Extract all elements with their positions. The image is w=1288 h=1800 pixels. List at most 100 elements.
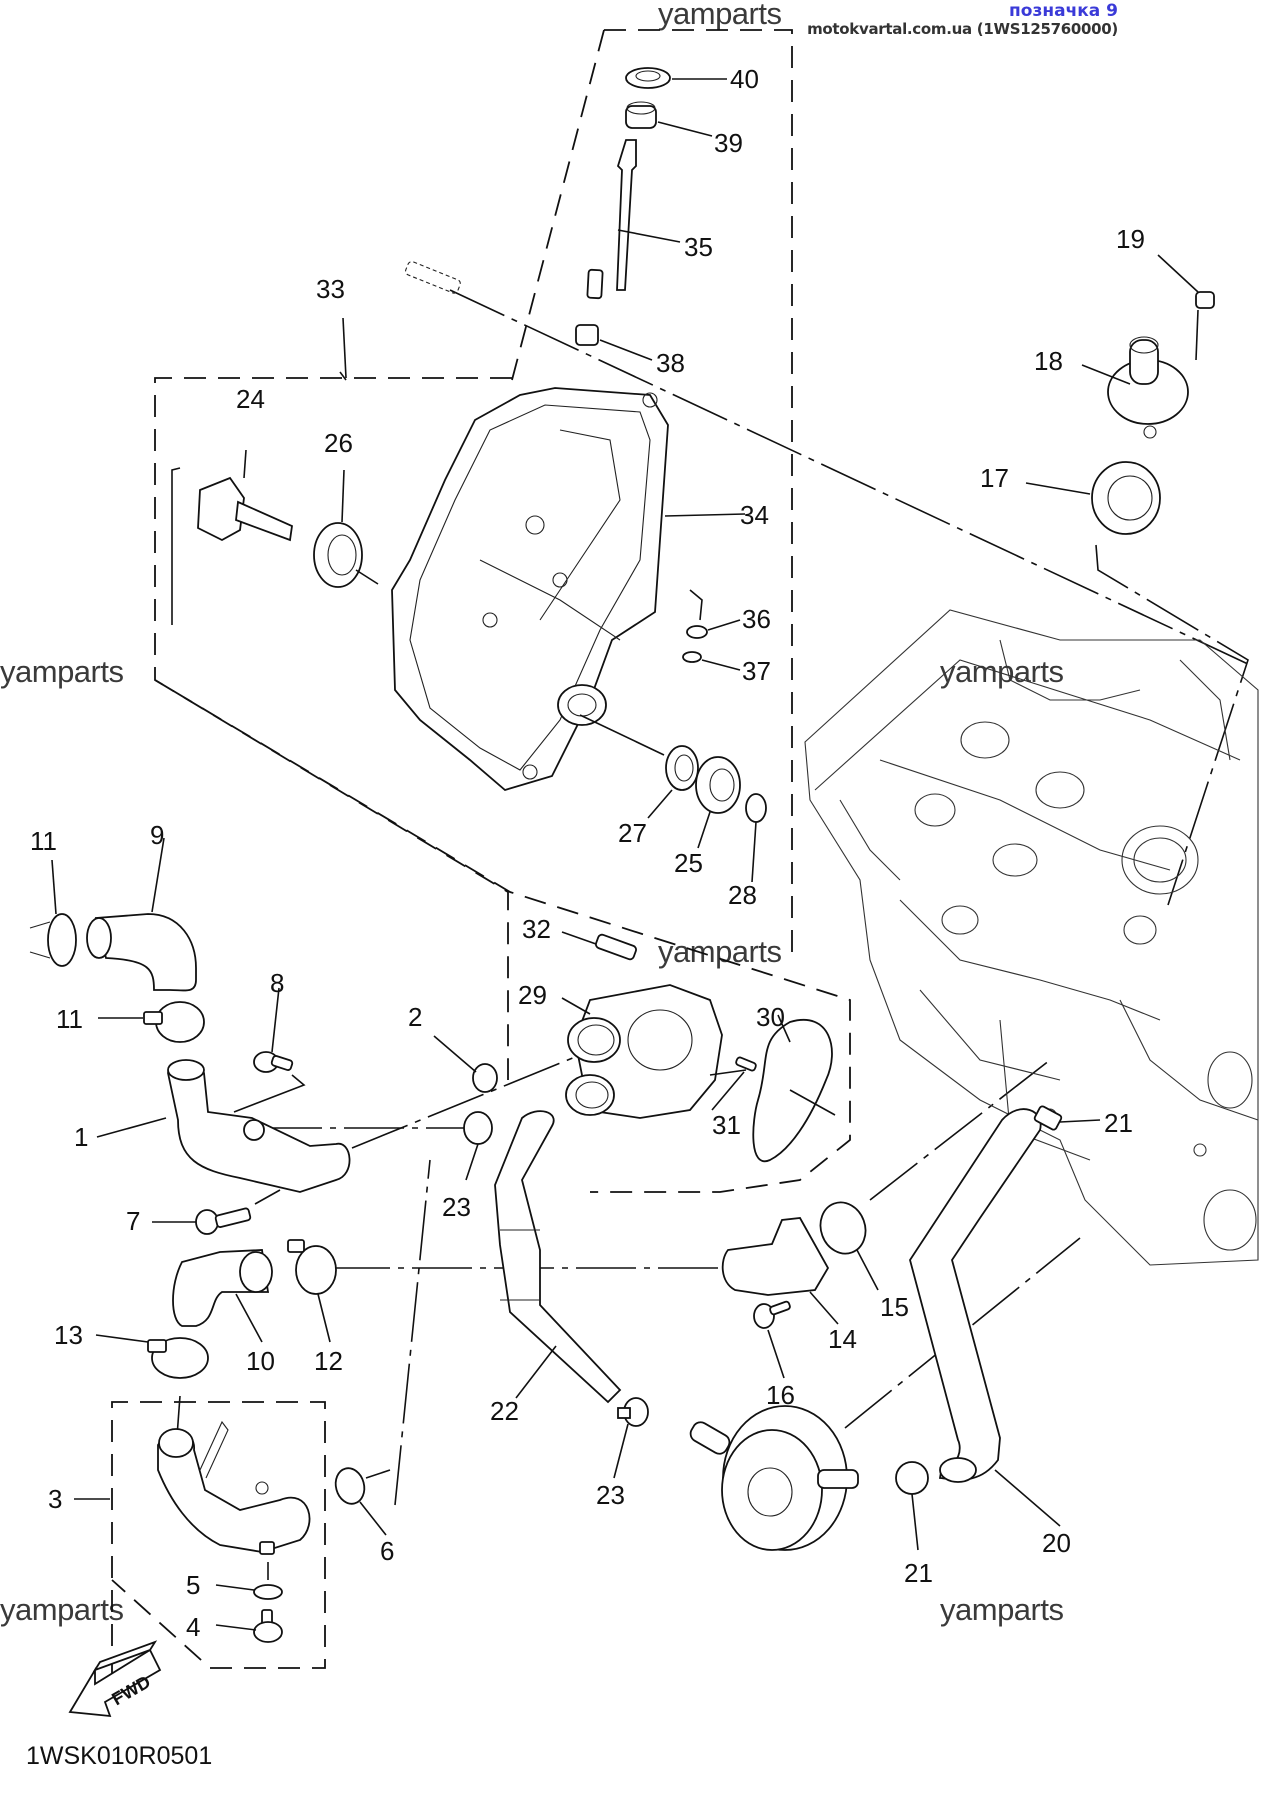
callout-13: 13 (54, 1320, 83, 1350)
callout-29: 29 (518, 980, 547, 1010)
part-26-mechanical-seal (313, 469, 379, 588)
watermark-left-upper: yamparts (0, 654, 123, 689)
callout-36: 36 (742, 604, 771, 634)
callout-2: 2 (408, 1002, 422, 1032)
part-37-washer (682, 651, 741, 671)
leader-cover-bearing (579, 714, 665, 756)
part-14-joint (721, 1217, 839, 1325)
watermarks: yamparts yamparts yamparts yamparts yamp… (0, 0, 1064, 1627)
callout-39: 39 (714, 128, 743, 158)
part-10-hose (172, 1249, 273, 1343)
callout-14: 14 (828, 1324, 857, 1354)
callout-11b: 11 (56, 1004, 83, 1034)
leader-33-line (342, 317, 347, 379)
callout-18: 18 (1034, 346, 1063, 376)
callout-27: 27 (618, 818, 647, 848)
part-30-gasket (752, 1014, 836, 1163)
callout-24: 24 (236, 384, 265, 414)
callout-20: 20 (1042, 1528, 1071, 1558)
part-15-o-ring (819, 1201, 879, 1291)
group-boundaries (111, 29, 851, 1680)
alignment-line-thermostat (1095, 544, 1249, 906)
callout-23a: 23 (442, 1192, 471, 1222)
page-header: позначка 9 motokvartal.com.ua (1WS125760… (807, 2, 1118, 38)
part-3-pipe (74, 1420, 311, 1555)
boundary-pump-shaft-left (511, 29, 605, 381)
callout-17: 17 (980, 463, 1009, 493)
boundary-pump-shaft (604, 29, 793, 960)
watermark-left-lower: yamparts (0, 1592, 123, 1627)
watermark-top: yamparts (658, 0, 781, 31)
part-21-clamp-lower (895, 1461, 929, 1551)
callout-31: 31 (712, 1110, 741, 1140)
bolt-upper-ghost (405, 261, 461, 294)
diagram-code: 1WSK010R0501 (26, 1742, 212, 1770)
part-16-bolt (753, 1300, 791, 1379)
alignment-line-bolt-engine (449, 289, 1251, 666)
part-13-clamp (95, 1334, 209, 1451)
callout-3: 3 (48, 1484, 62, 1514)
callout-26: 26 (324, 428, 353, 458)
part-18-thermostat-cover (1081, 309, 1199, 439)
part-36-washer (686, 619, 741, 639)
engine-block (804, 609, 1259, 1266)
alignment-line-1-29 (351, 1054, 581, 1149)
watermark-engine: yamparts (940, 654, 1063, 689)
callout-28: 28 (728, 880, 757, 910)
callout-30: 30 (756, 1002, 785, 1032)
boundary-cover-assy (154, 377, 851, 1193)
part-17-thermostat (1025, 461, 1161, 535)
part-27-oil-seal (647, 745, 699, 819)
part-8-bolt (233, 987, 306, 1113)
part-19-bolt (1157, 254, 1215, 309)
part-40-oil-seal (625, 67, 727, 89)
fwd-arrow-icon: FWD (68, 1640, 162, 1718)
leader-33 (339, 371, 347, 381)
tag-label: позначка 9 (1009, 1, 1118, 21)
callout-11a: 11 (30, 826, 57, 856)
callout-33: 33 (316, 274, 345, 304)
callout-25: 25 (674, 848, 703, 878)
callout-37: 37 (742, 656, 771, 686)
part-23-clamp-upper (463, 1111, 493, 1181)
part-21-clamp-upper (1033, 1105, 1101, 1131)
watermark-middle: yamparts (658, 934, 781, 969)
bracket-36-37 (689, 589, 703, 621)
part-35-shaft (586, 139, 681, 300)
callout-7: 7 (126, 1206, 140, 1236)
watermark-right-lower: yamparts (940, 1592, 1063, 1627)
source-text: motokvartal.com.ua (1WS125760000) (807, 20, 1118, 38)
part-22-hose (494, 1110, 622, 1404)
part-oil-cooler (689, 1405, 859, 1551)
callout-22: 22 (490, 1396, 519, 1426)
callout-32: 32 (522, 914, 551, 944)
part-39-bushing (625, 101, 713, 137)
callout-35: 35 (684, 232, 713, 262)
part-38-collar (575, 324, 653, 361)
callout-1: 1 (74, 1122, 88, 1152)
part-9-hose (86, 837, 197, 992)
part-12-clamp (287, 1239, 337, 1343)
part-5-washer (215, 1562, 283, 1600)
part-31-dowel-pin (709, 1056, 757, 1111)
callout-9: 9 (150, 820, 164, 850)
boundary-lower-left (154, 679, 509, 1080)
callout-23b: 23 (596, 1480, 625, 1510)
callout-19: 19 (1116, 224, 1145, 254)
boundary-pipe-3 (111, 1401, 326, 1680)
callout-21a: 21 (1104, 1108, 1133, 1138)
alignment-line-6 (394, 1159, 431, 1506)
part-34-cover (391, 387, 746, 792)
part-1-pipe (96, 1059, 351, 1193)
part-7-bolt (152, 1189, 281, 1235)
callout-16: 16 (766, 1380, 795, 1410)
part-20-hose (909, 1108, 1061, 1527)
callout-5: 5 (186, 1570, 200, 1600)
callout-4: 4 (186, 1612, 200, 1642)
part-25-bearing (695, 756, 741, 849)
part-28-circlip (745, 793, 767, 883)
bracket-24-26 (171, 467, 181, 625)
part-29-pump-housing (561, 984, 723, 1119)
